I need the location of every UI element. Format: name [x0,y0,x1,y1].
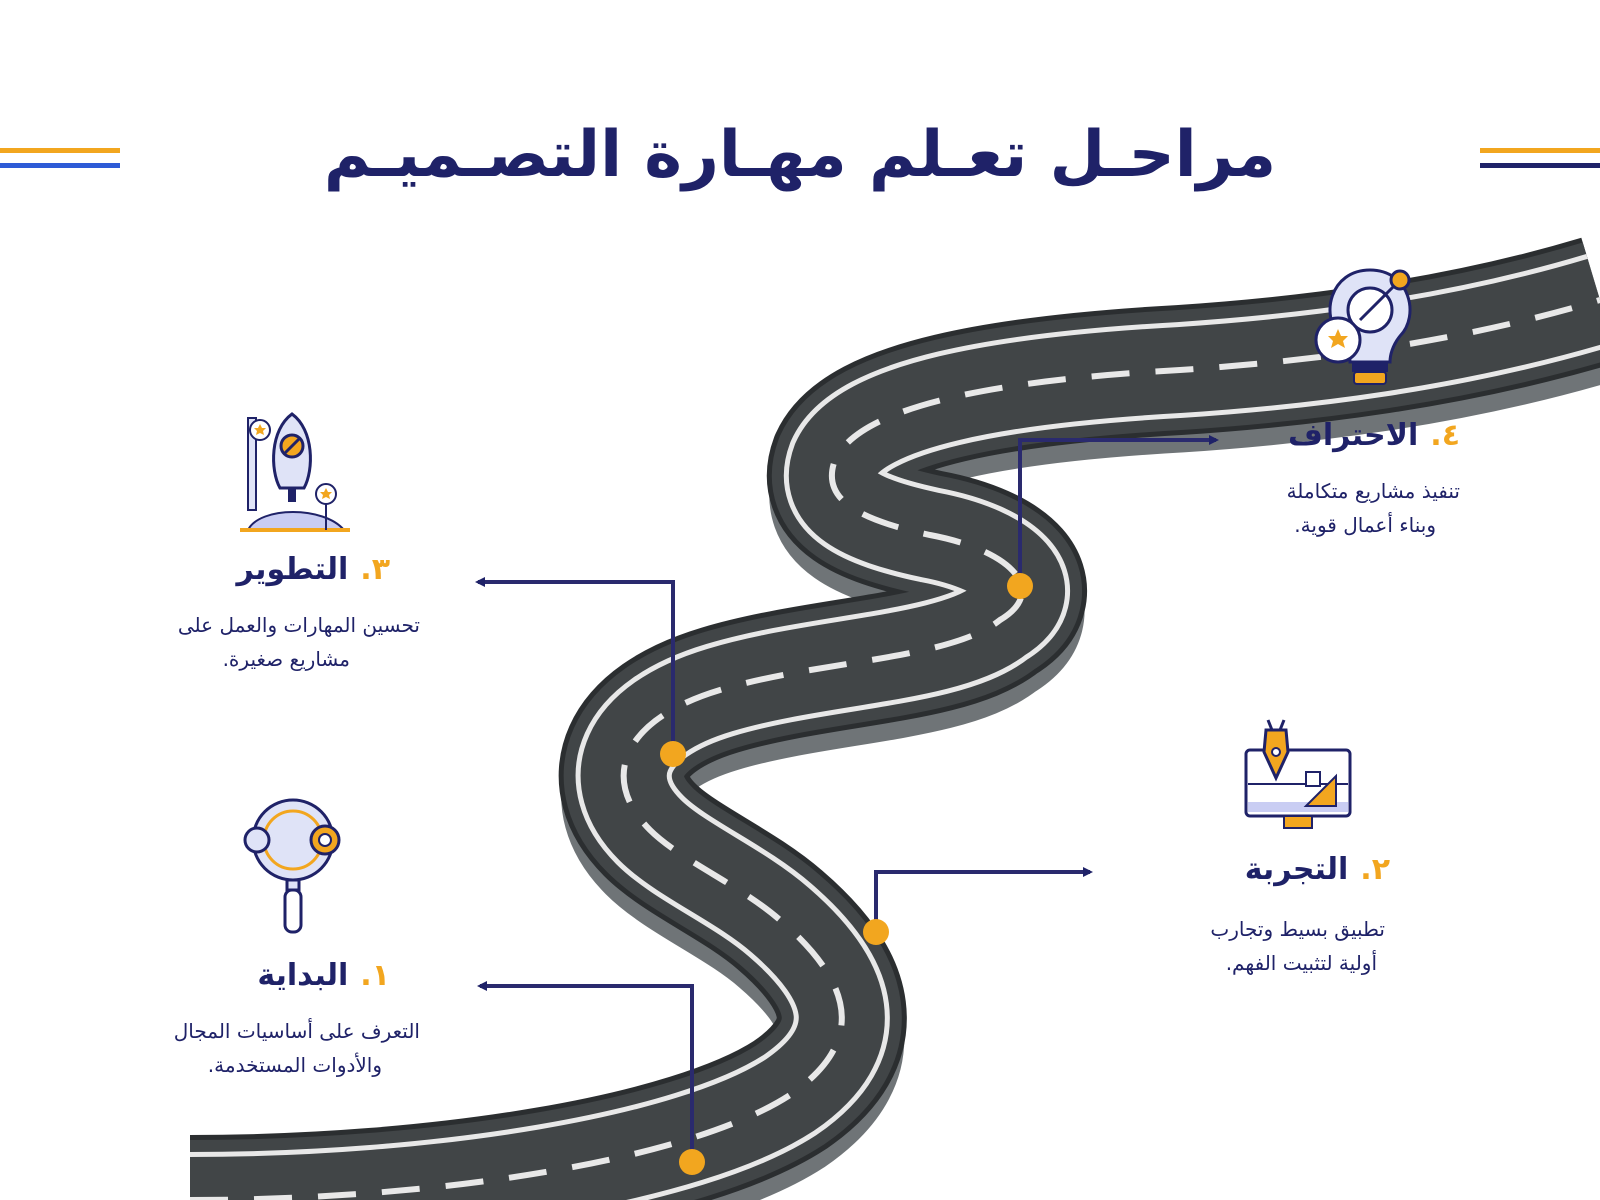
milestone-dot-4 [1007,573,1033,599]
lightbulb-icon [1314,268,1412,385]
step-4-number: ٤. [1430,418,1460,453]
connector-step-1 [477,981,694,1160]
title-deco-right-yellow [1480,148,1600,153]
step-4-desc-line-1: تنفيذ مشاريع متكاملة [1286,479,1460,503]
road-center-dashes [189,297,1600,1200]
step-3-label: التطوير [236,552,349,587]
step-1-desc-line-1: التعرف على أساسيات المجال [173,1019,420,1043]
step-2-description: تطبيق بسيط وتجارب أولية لتثبيت الفهم. [1140,912,1385,980]
page-title: مراحـل تعـلم مهـارة التصـميـم [323,118,1277,192]
step-1-label: البداية [257,958,349,993]
step-2-number: ٢. [1360,852,1390,887]
step-3-description: تحسين المهارات والعمل على مشاريع صغيرة. [100,608,420,676]
monitor-pen-icon [1244,719,1352,829]
step-2-title: ٢. التجربة [1180,852,1390,887]
step-4-description: تنفيذ مشاريع متكاملة وبناء أعمال قوية. [1190,474,1460,542]
milestone-dot-2 [863,919,889,945]
step-3-number: ٣. [360,552,390,587]
step-1-description: التعرف على أساسيات المجال والأدوات المست… [100,1014,420,1082]
milestone-dot-1 [679,1149,705,1175]
step-1-desc-line-2: والأدوات المستخدمة. [207,1053,382,1077]
step-1-title: ١. البداية [200,958,390,993]
step-4-title: ٤. الاحتراف [1240,418,1460,453]
title-deco-left-yellow [0,148,120,153]
step-2-desc-line-1: تطبيق بسيط وتجارب [1210,917,1385,941]
milestone-dot-3 [660,741,686,767]
title-deco-left-blue [0,163,120,168]
connector-step-4 [1018,435,1219,586]
step-3-desc-line-2: مشاريع صغيرة. [222,647,350,671]
step-2-desc-line-2: أولية لتثبيت الفهم. [1225,951,1377,975]
step-2-label: التجربة [1244,852,1349,887]
step-1-number: ١. [360,958,390,993]
connector-step-2 [874,867,1093,932]
connector-step-3 [475,577,675,754]
step-3-title: ٣. التطوير [190,552,390,587]
step-4-desc-line-2: وبناء أعمال قوية. [1294,513,1436,537]
step-4-label: الاحتراف [1287,418,1419,453]
step-3-desc-line-1: تحسين المهارات والعمل على [177,613,420,637]
magnifier-icon [243,798,341,934]
title-deco-right-navy [1480,163,1600,168]
rocket-icon [240,412,350,532]
